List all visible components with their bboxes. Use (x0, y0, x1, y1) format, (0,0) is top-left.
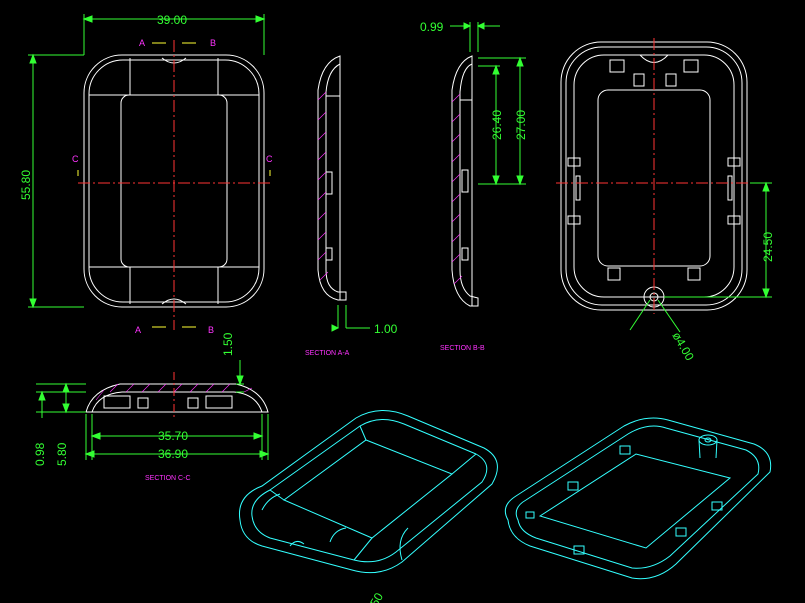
top-view-centerlines (78, 40, 272, 330)
section-aa-dimension (331, 305, 370, 332)
section-aa-title: SECTION A-A (305, 350, 350, 357)
section-aa-view (317, 55, 347, 301)
section-b-top-label: B (210, 38, 216, 48)
section-bb-hatch (451, 93, 463, 285)
section-cc-outer-width-label: 36.90 (158, 447, 188, 461)
width-dimension-label: 39.00 (157, 13, 187, 27)
section-aa-thickness-label: 1.00 (374, 322, 398, 336)
section-cc-inner-width-label: 35.70 (158, 429, 188, 443)
isometric-bottom-view (504, 417, 772, 580)
section-a-top-label: A (139, 38, 145, 48)
bottom-view-dimensions (629, 181, 772, 333)
section-b-bottom-label: B (208, 325, 214, 335)
top-view-dimensions (28, 14, 266, 309)
section-cc-depth-label: 5.80 (55, 442, 69, 466)
section-a-bottom-label: A (135, 325, 141, 335)
section-bb-view (451, 55, 479, 307)
section-cc-title: SECTION C-C (145, 475, 191, 482)
bottom-view-offset-label: 24.50 (761, 232, 775, 262)
isometric-top-view (238, 410, 498, 574)
section-aa-hatch (317, 91, 329, 281)
top-view-section-markers (77, 42, 271, 328)
section-cc-hatch (95, 383, 253, 401)
section-cc-dimensions (36, 360, 270, 460)
bottom-view-centerlines (556, 38, 752, 314)
section-cc-wall-label: 0.98 (33, 442, 47, 466)
section-bb-wall-label: 0.99 (420, 20, 444, 34)
section-bb-title: SECTION B-B (440, 345, 485, 352)
section-c-right-label: C (266, 154, 273, 164)
section-cc-height-label: 1.50 (221, 332, 235, 356)
section-bb-inner-label: 26.40 (490, 110, 504, 140)
section-cc-view (85, 383, 269, 413)
hole-small-label: ø1.50 (359, 590, 387, 603)
hole-large-label: ø4.00 (669, 330, 697, 364)
section-bb-dimensions (450, 22, 526, 186)
section-bb-outer-label: 27.00 (514, 110, 528, 140)
section-c-left-label: C (72, 154, 79, 164)
height-dimension-label: 55.80 (19, 170, 33, 200)
